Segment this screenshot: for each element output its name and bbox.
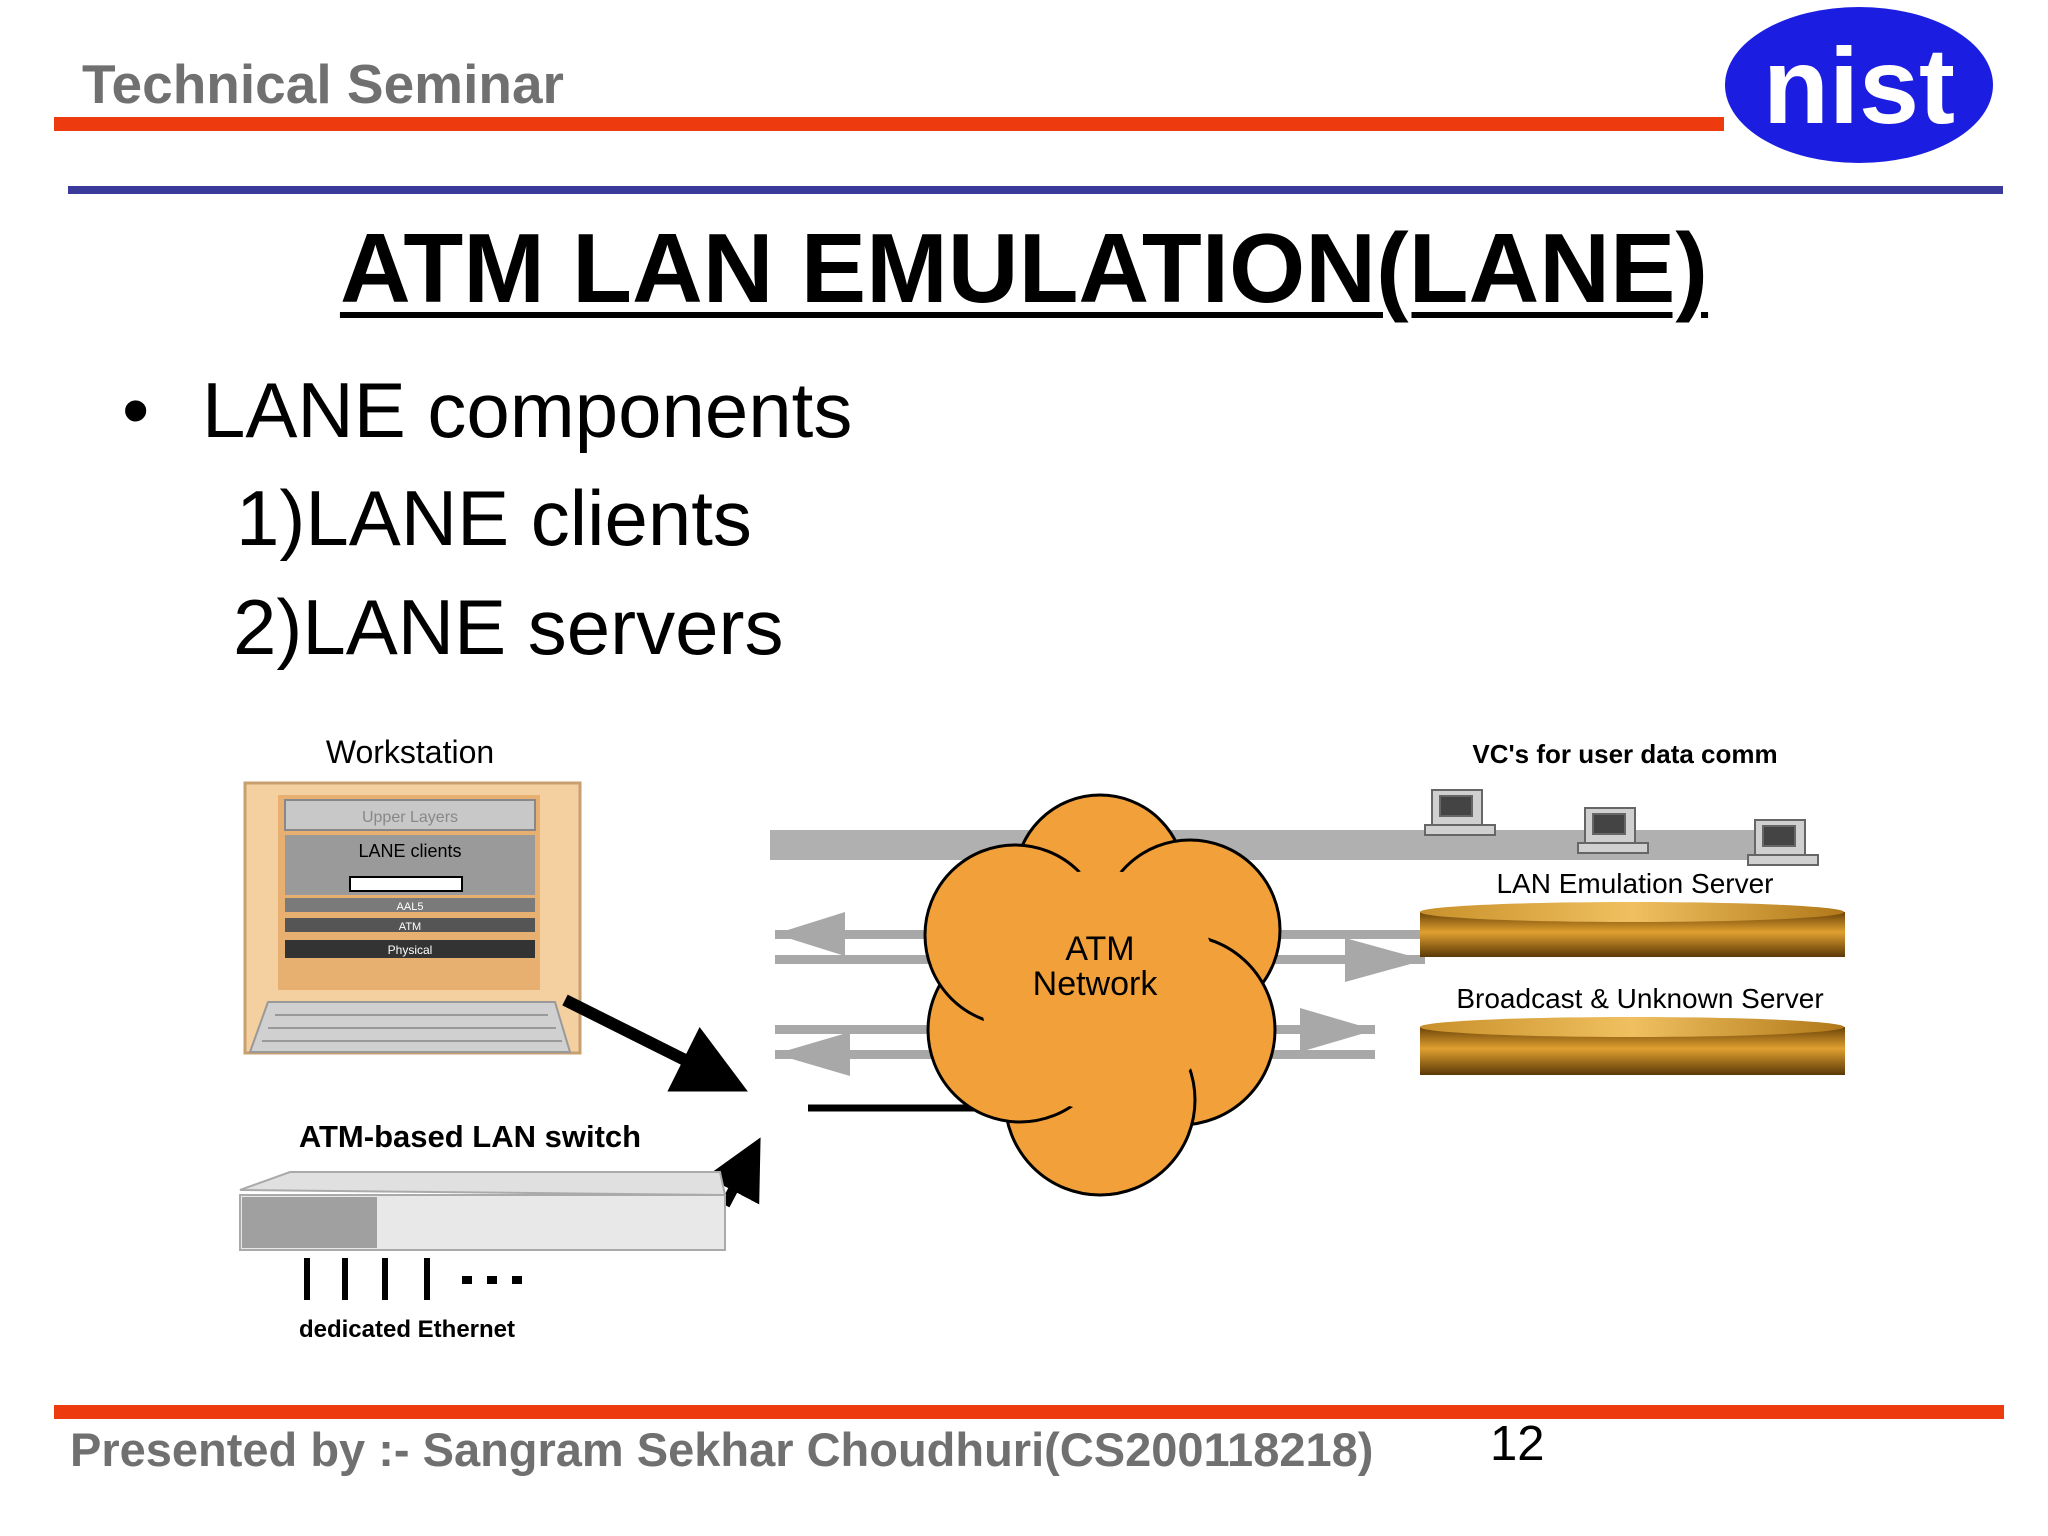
workstation-link-arrow xyxy=(562,994,748,1092)
header-title: Technical Seminar xyxy=(82,53,564,115)
page-number: 12 xyxy=(1490,1417,1545,1471)
footer-red-rule xyxy=(54,1405,2004,1419)
bus-label: Broadcast & Unknown Server xyxy=(1456,983,1823,1014)
lan-switch-device xyxy=(239,1171,727,1251)
slide-title: ATM LAN EMULATION(LANE) xyxy=(339,213,1709,323)
terminal-icon xyxy=(1577,807,1649,854)
nist-logo: nist xyxy=(1725,7,1993,163)
logo-text: nist xyxy=(1763,25,1955,146)
stack-layer-lane: LANE clients xyxy=(358,841,461,861)
stack-layer-upper: Upper Layers xyxy=(362,809,458,826)
atm-network-cloud xyxy=(923,793,1282,1197)
bullet-item: • LANE components xyxy=(122,365,852,456)
network-label-network: Network xyxy=(1033,965,1159,1003)
ethernet-label: dedicated Ethernet xyxy=(299,1316,515,1343)
header-blue-rule xyxy=(68,186,2003,194)
terminal-icon xyxy=(1747,819,1819,866)
terminal-icon xyxy=(1424,789,1496,836)
switch-label: ATM-based LAN switch xyxy=(299,1119,641,1154)
header-red-rule xyxy=(54,117,1724,131)
workstation-label: Workstation xyxy=(326,734,494,770)
network-label-atm: ATM xyxy=(1065,930,1134,968)
switch-link-arrow xyxy=(706,1137,761,1208)
presenter-text: Presented by :- Sangram Sekhar Choudhuri… xyxy=(70,1423,1374,1476)
ethernet-more-dots xyxy=(462,1276,522,1284)
stack-layer-physical: Physical xyxy=(388,943,433,957)
workstation-computer: Upper Layers LANE clients AAL5 ATM Physi… xyxy=(243,781,582,1055)
bullet-dot: • xyxy=(122,366,150,454)
ethernet-ports xyxy=(304,1258,430,1300)
stack-layer-atm: ATM xyxy=(399,921,421,933)
sub-item-clients: 1)LANE clients xyxy=(236,474,752,562)
vc-label: VC's for user data comm xyxy=(1472,739,1777,769)
les-server-disc xyxy=(1420,902,1845,957)
les-label: LAN Emulation Server xyxy=(1496,868,1773,899)
bus-server-disc xyxy=(1420,1017,1845,1075)
sub-item-servers: 2)LANE servers xyxy=(233,583,784,671)
stack-layer-aal5: AAL5 xyxy=(397,901,424,913)
bullet-text: LANE components xyxy=(202,366,853,454)
